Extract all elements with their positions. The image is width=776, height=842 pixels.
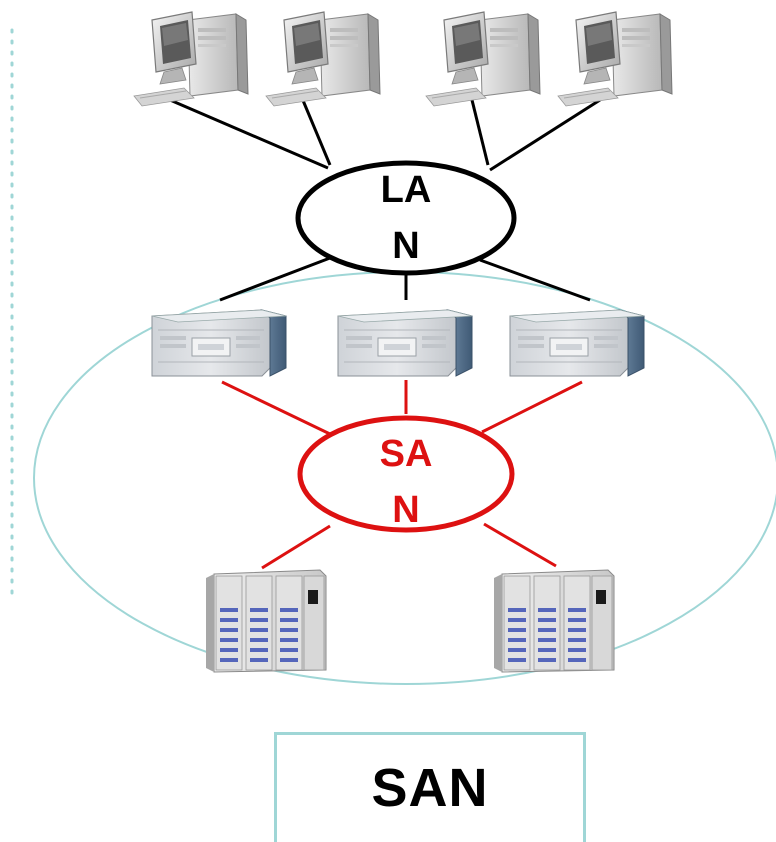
lan-link [169, 98, 329, 170]
workstations [133, 11, 673, 107]
servers [151, 309, 645, 377]
server-icon [509, 309, 645, 377]
lan-link [300, 97, 332, 166]
storage-arrays [205, 569, 615, 673]
workstation-icon [265, 11, 381, 107]
lan-node: LA N [295, 160, 517, 276]
storage-array-icon [205, 569, 327, 673]
san-links [221, 380, 583, 570]
lan-link [479, 258, 591, 302]
san-label-line1: SA [380, 433, 433, 475]
san-link [221, 380, 331, 436]
san-link [483, 522, 557, 568]
lan-link [470, 99, 490, 166]
lan-link [219, 256, 331, 302]
caption-title: SAN [371, 758, 489, 818]
workstation-icon [557, 11, 673, 107]
lan-label-line2: N [392, 225, 419, 267]
storage-array-icon [493, 569, 615, 673]
san-node: SA N [297, 415, 515, 533]
workstation-icon [133, 11, 249, 107]
workstation-icon [425, 11, 541, 107]
lan-label-line1: LA [381, 169, 432, 211]
san-label-line2: N [392, 489, 419, 531]
server-icon [151, 309, 287, 377]
caption-box: SAN [274, 732, 586, 842]
lan-links [169, 97, 601, 302]
server-icon [337, 309, 473, 377]
san-link [261, 524, 331, 570]
san-link [481, 380, 583, 434]
lan-link [489, 98, 601, 172]
